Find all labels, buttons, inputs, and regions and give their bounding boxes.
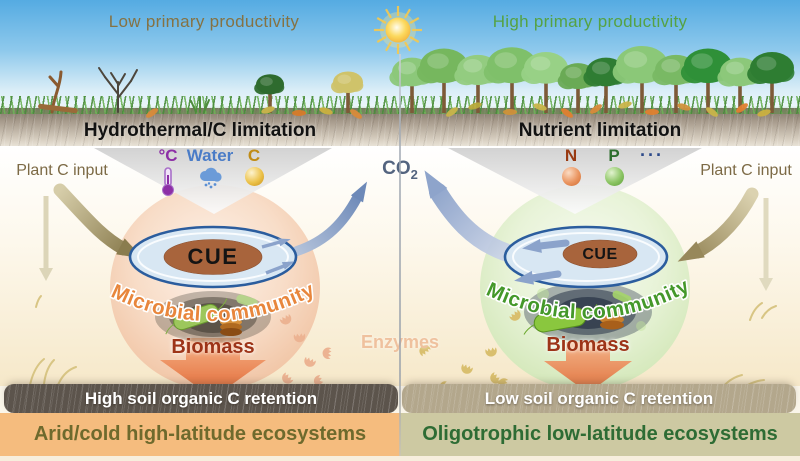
factor-other-nutrients: ··· [624,145,680,165]
biomass-to-soil-arrow-left [160,338,266,398]
productivity-label-left: Low primary productivity [108,12,300,31]
cue-rotation-arrows-left [261,238,295,275]
tree-icon [680,48,733,113]
panel-divider [399,54,401,456]
plant-carbon-thin-arrow-right [759,198,773,291]
fallen-leaf-icon [146,101,771,119]
biomass-label-left: Biomass [171,336,255,358]
phosphorus-label: P [608,146,620,165]
factor-carbon: C [226,147,282,186]
thermometer-icon [160,167,176,197]
fallen-log-icon [38,103,78,114]
bacteria-icon [612,290,632,304]
ecosystem-label-left: Arid/cold high-latitude ecosystems [33,423,367,445]
microbes-right [523,282,652,342]
plant-input-label-right: Plant C input [700,162,792,179]
plant-input-label-left: Plant C input [16,162,108,179]
bare-tree-icon [98,67,138,113]
soil-retention-band-left: High soil organic C retention [4,384,398,413]
nitrogen-label: N [564,146,578,165]
bottom-strip [0,456,800,461]
water-label: Water [186,146,234,165]
cue-rotation-arrows-right [514,238,570,285]
carbon-sphere-icon [244,167,264,186]
productivity-label-right: High primary productivity [492,12,688,31]
sun-icon [374,6,422,54]
grass-tuft-icon [190,96,210,113]
factor-phosphorus: P [586,147,642,186]
factor-temperature: °C [140,147,196,197]
biomass-label-right: Biomass [546,334,630,356]
carbon-label: C [247,146,261,165]
substrate-stack-icon [220,318,242,336]
tree-icon [747,52,795,113]
co2-efflux-arrow-left [292,181,367,256]
limitation-label-right: Nutrient limitation [518,120,682,141]
nitrogen-sphere-icon [561,167,581,186]
vegetation-layer [38,6,795,119]
cue-dial-right: CUE [503,225,669,289]
ellipsis-icon: ··· [640,145,664,165]
ecosystem-label-right: Oligotrophic low-latitude ecosystems [422,423,778,445]
factor-water: Water [182,147,238,189]
plant-carbon-arrow-right [677,187,759,262]
temperature-label: °C [158,146,178,165]
microbes-left [155,291,271,343]
substrate-stack-icon [600,309,624,330]
factor-nitrogen: N [543,147,599,186]
bacteria-icon [636,321,646,331]
retention-label-right: Low soil organic C retention [484,389,714,408]
retention-label-left: High soil organic C retention [84,389,318,408]
cue-label-right: CUE [582,246,617,263]
co2-label: CO2 [382,158,418,182]
plant-carbon-thin-arrow-left [39,196,53,281]
bacteria-icon [537,288,549,300]
biomass-to-soil-arrow-right [544,342,632,393]
ecosystem-band-right: Oligotrophic low-latitude ecosystems [400,413,800,456]
co2-efflux-arrow-right [424,170,514,261]
limitation-label-left: Hydrothermal/C limitation [83,120,317,141]
bacteria-icon [523,304,598,335]
soil-retention-band-right: Low soil organic C retention [402,384,796,413]
ecosystem-band-left: Arid/cold high-latitude ecosystems [0,413,400,456]
bacteria-icon [165,298,228,335]
bacteria-icon [236,294,258,308]
rain-cloud-icon [196,167,224,189]
tree-icon [254,74,285,113]
cue-label-left: CUE [188,244,239,269]
tree-icon [254,45,795,113]
cue-dial-left: CUE [128,225,298,289]
phosphorus-sphere-icon [604,167,624,186]
tree-icon [331,71,364,113]
